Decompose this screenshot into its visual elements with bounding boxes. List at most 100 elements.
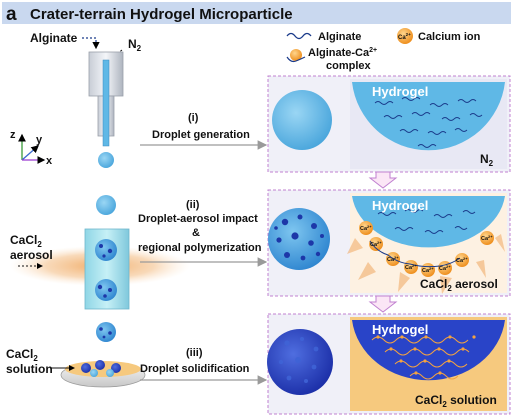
y-axis-label: y (36, 134, 43, 146)
aerosol-label-line2: aerosol (10, 248, 53, 262)
complex-icon (290, 49, 302, 61)
step-1-numeral: (i) (188, 112, 199, 124)
step-3-numeral: (iii) (186, 347, 203, 359)
svg-text:CaCl2: CaCl2 (6, 347, 38, 363)
ca-ion (455, 253, 469, 267)
step-3-label: Droplet solidification (140, 363, 250, 375)
droplet-5-craters (99, 327, 112, 339)
particle-3-craters (278, 337, 319, 383)
ca-ion (359, 221, 373, 235)
zoom-title-1: Hydrogel (372, 84, 428, 99)
zoom-footer-1: N (480, 152, 489, 166)
svg-text:N2: N2 (480, 152, 494, 168)
svg-text:Ca2+: Ca2+ (422, 266, 434, 274)
zoom-panel-3: Hydrogel CaCl2 solution (267, 317, 507, 411)
complex-chain-icon (286, 56, 306, 63)
dish-particles (81, 360, 121, 377)
hydrogel-region-1 (352, 82, 505, 151)
droplet-craters (97, 244, 113, 298)
ca-ion (369, 237, 383, 251)
svg-text:Ca2+: Ca2+ (360, 224, 372, 232)
legend-alginate: Alginate (318, 31, 361, 43)
ca-dots-3 (376, 335, 476, 375)
zoom-footer-2-suffix: aerosol (452, 277, 498, 291)
legend-complex-line2: complex (326, 60, 372, 72)
droplet-3 (95, 239, 117, 261)
svg-text:N2: N2 (128, 37, 142, 53)
calcium-ion-icon (397, 28, 413, 44)
alginate-inlet-arrow (82, 37, 100, 50)
down-arrow-1 (368, 171, 398, 189)
down-arrow-2 (368, 295, 398, 313)
alginate-inlet-label: Alginate (30, 31, 78, 45)
n2-inlet-label: N (128, 37, 137, 51)
title-bar (2, 2, 511, 24)
droplet-4 (95, 279, 117, 301)
zoom-title-2: Hydrogel (372, 198, 428, 213)
zoom-panel-1: Hydrogel N2 (272, 79, 507, 169)
droplet-2 (96, 195, 116, 215)
panel-letter: a (6, 4, 17, 25)
zoom-footer-3-suffix: solution (447, 393, 497, 407)
n2-inlet-sub: 2 (137, 44, 142, 53)
svg-text:Alginate-Ca2+: Alginate-Ca2+ (308, 47, 377, 59)
aerosol-label: CaCl (10, 233, 37, 247)
egg-box-chain (369, 240, 461, 268)
zoom-footer-2: CaCl (420, 277, 447, 291)
figure-title: Crater-terrain Hydrogel Microparticle (30, 6, 293, 23)
particle-2-craters (274, 214, 324, 261)
step-2-label-line3: regional polymerization (138, 242, 262, 254)
hydrogel-region-2 (352, 196, 505, 248)
zoom-title-3: Hydrogel (372, 322, 428, 337)
hydrogel-region-3 (352, 320, 505, 381)
svg-text:Ca2+: Ca2+ (387, 255, 399, 263)
x-axis-label: x (46, 155, 53, 167)
zoom-footer-3: CaCl (415, 393, 442, 407)
zoom-footer-3-sub: 2 (442, 400, 447, 409)
legend-calcium-ion: Calcium ion (418, 31, 481, 43)
step-2-numeral: (ii) (186, 199, 200, 211)
step-1-label: Droplet generation (152, 129, 250, 141)
solution-label: CaCl (6, 347, 33, 361)
panel-flow-arrows (368, 171, 398, 313)
solution-label-sub: 2 (33, 354, 38, 363)
svg-text:CaCl2 aerosol: CaCl2 aerosol (420, 277, 498, 293)
svg-text:CaCl2 solution: CaCl2 solution (415, 393, 497, 409)
ca-ion-cluster-2 (359, 221, 494, 277)
svg-text:Ca2+: Ca2+ (370, 240, 382, 248)
alginate-chains-2 (377, 209, 476, 234)
svg-text:Ca2+: Ca2+ (456, 256, 468, 264)
y-axis (21, 145, 39, 161)
crosslink-chains-3 (371, 336, 470, 380)
zoom-panel-2: Ca2+ Ca2+ Ca2+ Ca2+ Ca2+ Ca2+ Ca2+ Ca2+ … (268, 193, 507, 294)
step-3: (iii) Droplet solidification (140, 347, 268, 385)
legend-complex-prefix: Alginate-Ca (308, 47, 370, 59)
svg-text:Ca2+: Ca2+ (405, 263, 417, 271)
zoom-footer-2-sub: 2 (447, 284, 452, 293)
solution-label-line2: solution (6, 362, 53, 376)
alginate-chain-icon (286, 32, 312, 40)
svg-text:CaCl2: CaCl2 (10, 233, 42, 249)
ca-badge-text: Ca (398, 35, 406, 41)
axis-triad: z y x (10, 129, 53, 167)
svg-text:Ca2+: Ca2+ (481, 234, 493, 242)
droplet-1 (98, 152, 114, 168)
alginate-capillary (102, 59, 110, 147)
svg-text:Ca2+: Ca2+ (439, 264, 451, 272)
legend: Alginate Ca2+ Calcium ion Alginate-Ca2+ … (286, 28, 481, 72)
ca-ion (480, 231, 494, 245)
droplet-5 (96, 322, 116, 342)
ca-ion-labels-2: Ca2+ Ca2+ Ca2+ Ca2+ Ca2+ Ca2+ Ca2+ Ca2+ (360, 224, 493, 274)
step-2-label-line2: & (192, 227, 200, 239)
aerosol-label-sub: 2 (37, 240, 42, 249)
step-2: (ii) Droplet-aerosol impact & regional p… (138, 199, 268, 267)
zoom-footer-1-sub: 2 (489, 159, 494, 168)
step-1: (i) Droplet generation (140, 112, 268, 150)
legend-complex-sup: 2+ (369, 47, 377, 54)
svg-text:Ca2+: Ca2+ (398, 32, 411, 41)
n2-inlet-arrow (113, 49, 123, 65)
particle-1 (272, 90, 332, 150)
alginate-chains-1 (374, 97, 483, 148)
